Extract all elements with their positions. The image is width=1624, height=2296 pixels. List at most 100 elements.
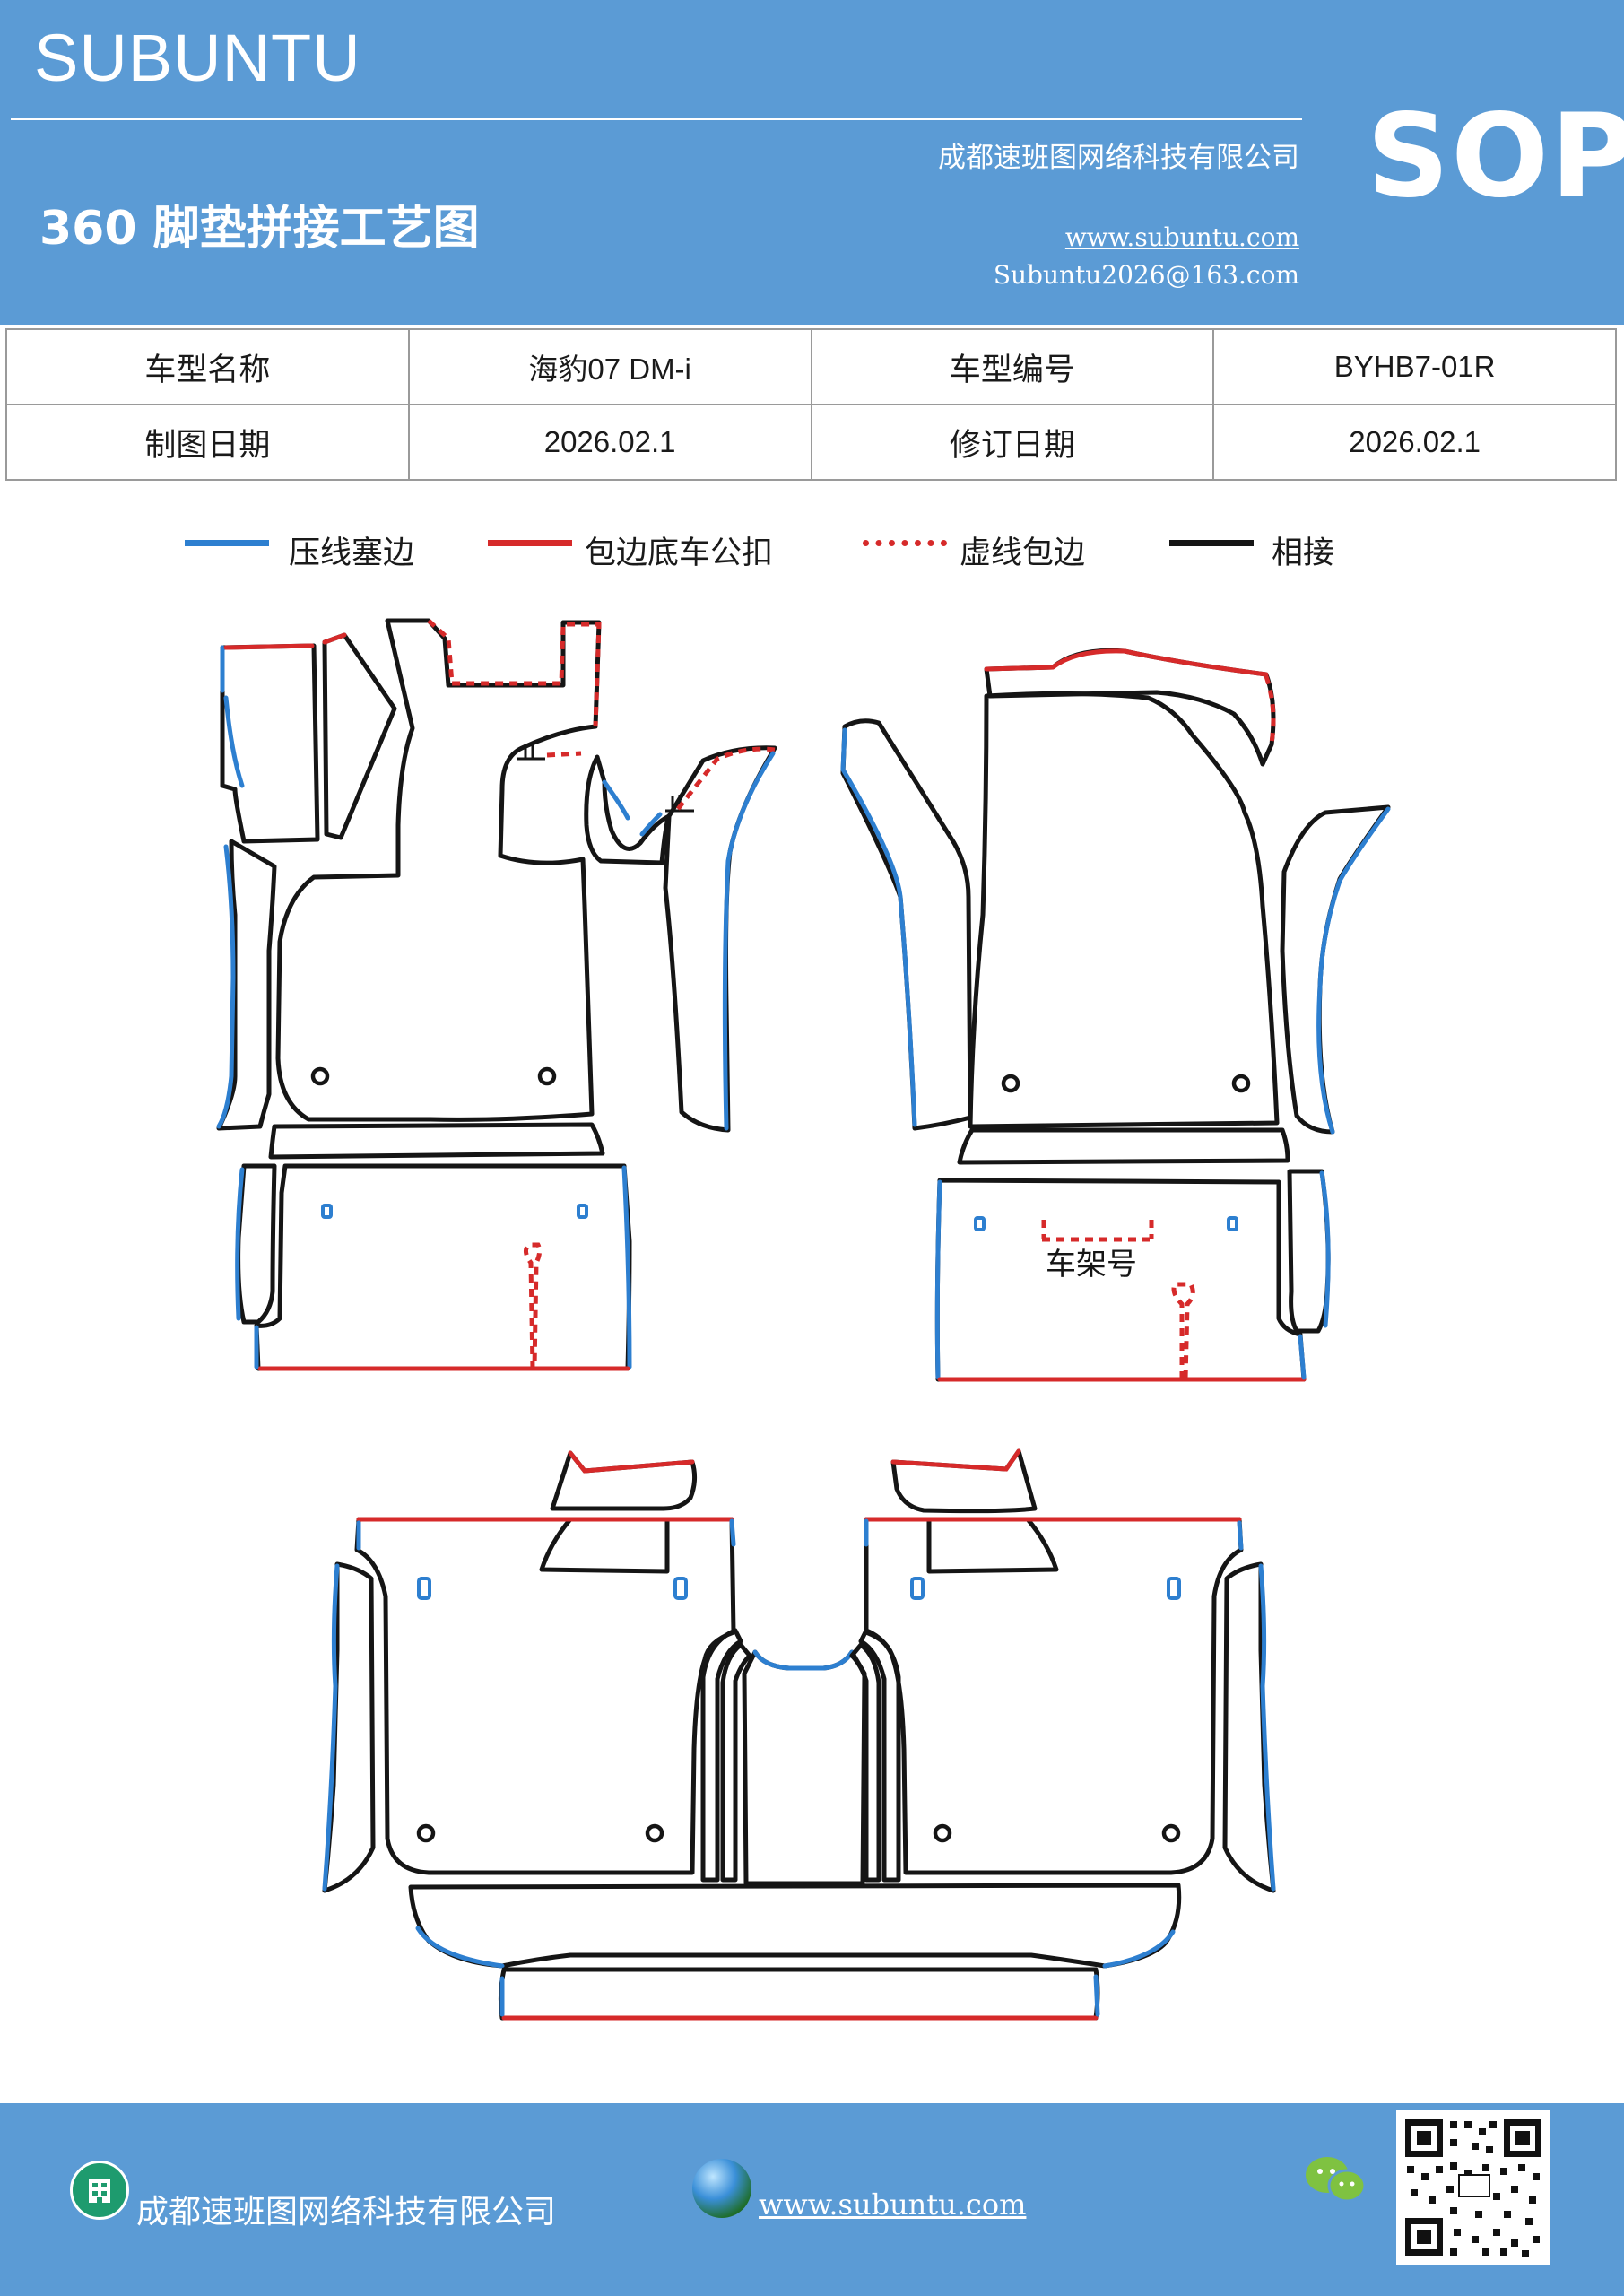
mat-piece [236,1163,277,1325]
rear-tab-left [550,1450,698,1511]
frame-number-label: 车架号 [1046,1247,1137,1283]
legend-item-dashed-wrap: 虚线包边 [863,518,1132,581]
globe-icon [692,2159,751,2218]
dashed-wrap-line [676,746,776,811]
press-edge-line [1319,1170,1331,1328]
press-edge-line [1258,1563,1276,1892]
mounting-hole [537,1066,557,1086]
mat-piece [720,1642,752,1883]
mounting-hole [1001,1074,1020,1093]
model-code-label: 车型编号 [810,328,1215,405]
dashed-wrap-line [546,751,582,758]
drawing-date-value: 2026.02.1 [407,404,812,481]
sop-badge: SOP [1367,90,1624,223]
dashed-wrap-line [1041,1220,1154,1242]
rear-tunnel-pad [742,1649,867,1886]
mounting-slot [577,1204,588,1219]
header-company-name: 成都速班图网络科技有限公司 [938,142,1299,174]
mounting-slot [910,1577,925,1600]
mat-piece [408,1883,1182,1969]
mounting-slot [1167,1577,1181,1600]
legend-item-press-edge: 压线塞边 [185,518,454,581]
vehicle-info-table: 车型名称 海豹07 DM-i 车型编号 BYHB7-01R 制图日期 2026.… [5,328,1617,481]
model-name-label: 车型名称 [5,328,410,405]
mat-piece [322,632,397,840]
model-name-value: 海豹07 DM-i [407,328,812,405]
mounting-slot [321,1204,333,1219]
header-website-link[interactable]: www.subuntu.com [1064,222,1299,252]
press-edge-line [235,1167,245,1321]
legend-label: 虚线包边 [960,535,1086,571]
revision-date-value: 2026.02.1 [1212,404,1617,481]
legend-label: 包边底车公扣 [585,535,774,571]
line-legend: 压线塞边 包边底车公扣 虚线包边 相接 [0,518,1624,581]
mounting-hole [1231,1074,1251,1093]
header-email[interactable]: Subuntu2026@163.com [993,260,1299,290]
mat-piece [584,754,672,865]
revision-date-label: 修订日期 [810,404,1215,481]
mat-piece [957,1127,1290,1165]
press-edge-line [220,645,245,788]
rear-mats [322,1448,1276,2021]
mounting-hole [1161,1823,1181,1843]
legend-item-joined: 相接 [1169,518,1367,581]
press-edge-line [934,1179,942,1380]
floor-mat-splicing-diagram [216,618,1391,2021]
dashed-wrap-line [1264,675,1276,744]
press-edge-line [840,727,917,1127]
page-footer: 成都速班图网络科技有限公司 www.subuntu.com [0,2103,1624,2296]
press-edge-line [1298,1334,1307,1380]
press-edge-line [864,1518,1244,1551]
mounting-slot [974,1216,986,1231]
press-edge-line [602,779,663,837]
mat-piece [1280,804,1391,1135]
building-icon [70,2161,129,2220]
brand-logo-text: SUBUNTU [34,21,361,95]
legend-label: 压线塞边 [289,535,415,571]
dashed-wrap-line [524,1242,543,1370]
mat-piece [498,1967,1100,2021]
wrap-edge-line [322,632,347,645]
passenger-side-mats [840,648,1391,1382]
press-edge-line [499,1974,1100,2017]
legend-swatch-red [488,540,572,546]
drawing-date-label: 制图日期 [5,404,410,481]
mounting-hole [933,1823,952,1843]
press-edge-line [1316,806,1391,1135]
stop-mark [517,743,545,761]
rear-right-main-mat [864,1517,1244,1875]
document-title: 360 脚垫拼接工艺图 [39,202,480,256]
wrap-edge-line [223,643,315,650]
legend-swatch-black [1169,540,1254,546]
table-row: 制图日期 2026.02.1 修订日期 2026.02.1 [5,404,1617,481]
mat-piece [849,1642,881,1883]
mat-piece [858,1628,901,1883]
driver-heel-pad [254,1163,632,1371]
press-edge-line [621,1165,632,1370]
mat-piece [220,643,320,844]
mat-piece [1287,1169,1331,1334]
press-edge-line [752,1649,855,1671]
legend-item-wrap-edge: 包边底车公扣 [488,518,829,581]
mat-piece [700,1628,743,1883]
driver-main-mat [275,618,602,1122]
wrap-edge-line [890,1448,1021,1472]
wechat-icon [1306,2157,1367,2203]
mounting-slot [673,1577,688,1600]
mat-piece [840,718,973,1131]
legend-label: 相接 [1272,535,1335,571]
mounting-slot [417,1577,431,1600]
mounting-hole [310,1066,330,1086]
footer-company-name: 成都速班图网络科技有限公司 [136,2194,557,2231]
footer-website-link[interactable]: www.subuntu.com [759,2187,1027,2222]
page-header: SUBUNTU 360 脚垫拼接工艺图 成都速班图网络科技有限公司 www.su… [0,0,1624,325]
press-edge-line [415,1926,1176,1969]
qr-code[interactable] [1396,2110,1550,2265]
legend-swatch-red-dotted [863,540,947,546]
driver-side-mats [216,618,777,1371]
model-code-value: BYHB7-01R [1212,328,1617,405]
legend-swatch-blue [185,540,269,546]
mounting-hole [416,1823,436,1843]
wrap-edge-line [568,1450,695,1474]
dashed-wrap-line [427,619,602,727]
